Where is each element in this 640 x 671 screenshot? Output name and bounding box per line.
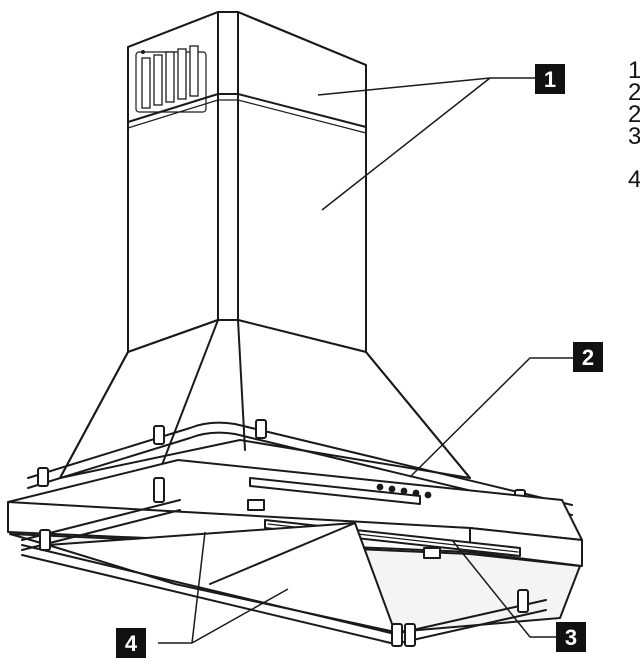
svg-text:3: 3: [565, 625, 577, 650]
control-button: [424, 491, 432, 499]
svg-text:2: 2: [628, 79, 640, 106]
back-rail: [27, 419, 573, 516]
front-rail: [21, 477, 547, 647]
vent-grille-icon: [135, 45, 207, 113]
chimney: [127, 11, 367, 353]
svg-text:1: 1: [544, 67, 556, 92]
callout-1: 1: [535, 64, 565, 94]
svg-text:2: 2: [628, 101, 640, 128]
side-list: 1 2 2 3 4: [628, 57, 640, 193]
filter-clip: [247, 499, 265, 511]
control-button: [376, 483, 384, 491]
svg-text:2: 2: [582, 345, 594, 370]
leader-lines: [158, 77, 573, 644]
svg-text:4: 4: [628, 166, 640, 193]
canopy: [59, 319, 471, 479]
callout-4: 4: [116, 628, 146, 658]
control-button: [388, 485, 396, 493]
control-panel: [249, 477, 432, 505]
control-button: [400, 487, 408, 495]
svg-text:3: 3: [628, 123, 640, 150]
callout-2: 2: [573, 342, 603, 372]
control-button: [412, 489, 420, 497]
callout-3: 3: [556, 622, 586, 652]
filter-clip: [423, 547, 441, 559]
svg-text:1: 1: [628, 57, 640, 84]
svg-text:4: 4: [125, 631, 138, 656]
